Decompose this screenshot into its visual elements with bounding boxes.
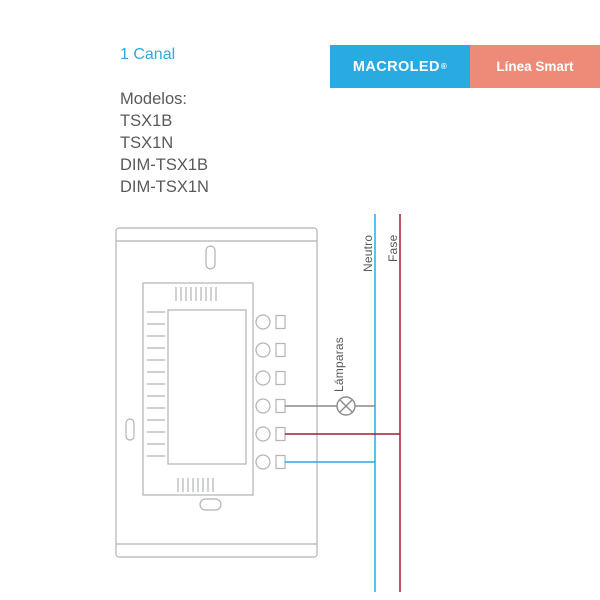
- terminal-screw: [255, 370, 271, 386]
- model-name: DIM-TSX1B: [120, 156, 209, 174]
- terminal-screw: [255, 426, 271, 442]
- left-teeth-comb: [147, 311, 165, 457]
- faceplate-outline: [115, 227, 318, 558]
- model-name: DIM-TSX1N: [120, 178, 209, 196]
- terminal-tab: [275, 454, 286, 470]
- model-name: TSX1B: [120, 112, 173, 130]
- top-connector-grille: [175, 287, 217, 301]
- terminal-tab: [275, 426, 286, 442]
- product-line-banner: Línea Smart: [470, 45, 600, 88]
- models-list: Modelos: TSX1B TSX1N DIM-TSX1B DIM-TSX1N: [120, 88, 209, 198]
- brand-name: MACROLED: [352, 58, 440, 75]
- terminal-tab: [275, 342, 286, 358]
- switch-module: [142, 282, 254, 496]
- terminal-tab: [275, 398, 286, 414]
- terminal-screw: [255, 342, 271, 358]
- brand-logo-banner: MACROLED®: [330, 45, 470, 88]
- bottom-connector-grille: [177, 478, 214, 492]
- terminal-tab: [275, 314, 286, 330]
- bottom-screw-slot: [199, 498, 222, 511]
- models-title: Modelos:: [120, 90, 187, 108]
- terminal-screw: [255, 454, 271, 470]
- terminal-screw: [255, 314, 271, 330]
- side-clip: [125, 418, 135, 441]
- lamp-icon: [336, 396, 356, 416]
- module-outline: [142, 282, 254, 496]
- product-line-label: Línea Smart: [496, 59, 574, 74]
- terminal-block: [255, 314, 286, 470]
- registered-trademark-symbol: ®: [440, 62, 448, 71]
- model-name: TSX1N: [120, 134, 174, 152]
- lamp-circuit: [285, 396, 375, 416]
- terminal-screw: [255, 398, 271, 414]
- terminal-tab: [275, 370, 286, 386]
- phase-label: Fase: [386, 234, 400, 262]
- lamps-label: Lámparas: [332, 337, 346, 392]
- neutral-label: Neutro: [361, 234, 375, 272]
- touch-panel: [167, 309, 247, 465]
- top-screw-slot: [205, 245, 216, 270]
- channel-title: 1 Canal: [120, 46, 176, 63]
- switch-faceplate: [115, 227, 318, 558]
